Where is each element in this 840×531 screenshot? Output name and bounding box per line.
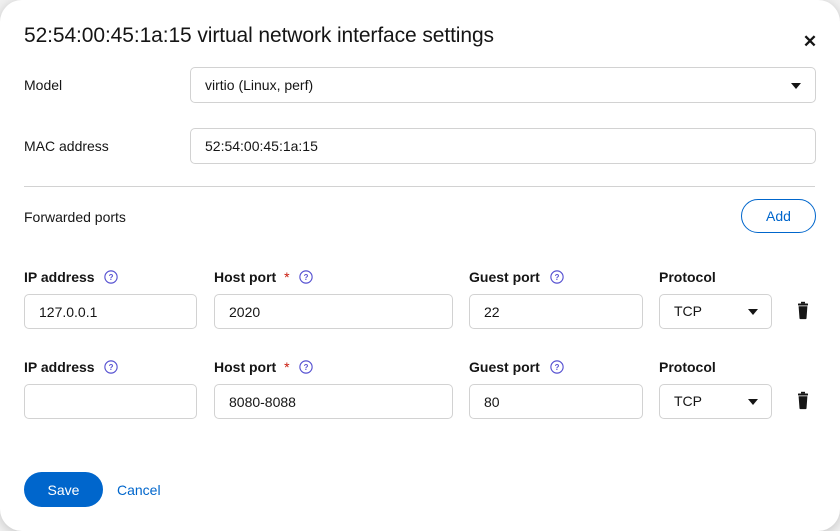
dialog-header: 52:54:00:45:1a:15 virtual network interf… [24,22,816,56]
svg-text:?: ? [109,273,114,282]
cancel-button[interactable]: Cancel [117,482,161,498]
required-marker: * [284,269,290,285]
close-icon[interactable]: ✕ [792,24,828,60]
save-button[interactable]: Save [24,472,103,507]
ip-address-input[interactable] [24,384,197,419]
protocol-select[interactable]: TCP [659,294,772,329]
host-port-label: Host port * ? [214,357,314,377]
ip-address-label-text: IP address [24,269,95,285]
protocol-select-value: TCP [674,303,702,319]
chevron-down-icon [748,309,758,315]
model-label: Model [24,77,63,93]
guest-port-input[interactable] [469,384,643,419]
table-row: IP address ? Host port * ? Guest port ? [0,267,840,329]
guest-port-input[interactable] [469,294,643,329]
ip-address-label: IP address ? [24,357,119,377]
host-port-label-text: Host port [214,359,277,375]
host-port-label: Host port * ? [214,267,314,287]
section-divider [24,186,815,187]
guest-port-label-text: Guest port [469,269,540,285]
guest-port-label: Guest port ? [469,357,564,377]
guest-port-label-text: Guest port [469,359,540,375]
model-row: Model virtio (Linux, perf) [24,67,816,103]
protocol-label: Protocol [659,359,716,375]
host-port-input[interactable] [214,294,453,329]
guest-port-label: Guest port ? [469,267,564,287]
page-title: 52:54:00:45:1a:15 virtual network interf… [24,24,494,47]
help-circle-icon[interactable]: ? [299,270,314,284]
mac-address-label: MAC address [24,138,109,154]
chevron-down-icon [791,83,801,89]
help-circle-icon[interactable]: ? [104,360,119,374]
help-circle-icon[interactable]: ? [549,360,564,374]
add-port-button[interactable]: Add [741,199,816,233]
svg-text:?: ? [304,273,309,282]
svg-text:?: ? [554,363,559,372]
svg-text:?: ? [109,363,114,372]
model-select-value: virtio (Linux, perf) [205,77,314,93]
host-port-input[interactable] [214,384,453,419]
trash-icon[interactable] [793,300,815,322]
required-marker: * [284,359,290,375]
forwarded-ports-label: Forwarded ports [24,209,126,225]
help-circle-icon[interactable]: ? [104,270,119,284]
host-port-label-text: Host port [214,269,277,285]
ip-address-input[interactable] [24,294,197,329]
help-circle-icon[interactable]: ? [299,360,314,374]
ip-address-label-text: IP address [24,359,95,375]
trash-icon[interactable] [793,390,815,412]
ip-address-label: IP address ? [24,267,119,287]
chevron-down-icon [748,399,758,405]
svg-text:?: ? [304,363,309,372]
help-circle-icon[interactable]: ? [549,270,564,284]
model-select[interactable]: virtio (Linux, perf) [190,67,816,103]
protocol-select[interactable]: TCP [659,384,772,419]
protocol-label: Protocol [659,269,716,285]
protocol-select-value: TCP [674,393,702,409]
mac-address-row: MAC address [24,128,816,164]
mac-address-input[interactable] [190,128,816,164]
svg-text:?: ? [554,273,559,282]
table-row: IP address ? Host port * ? Guest port ? [0,357,840,419]
